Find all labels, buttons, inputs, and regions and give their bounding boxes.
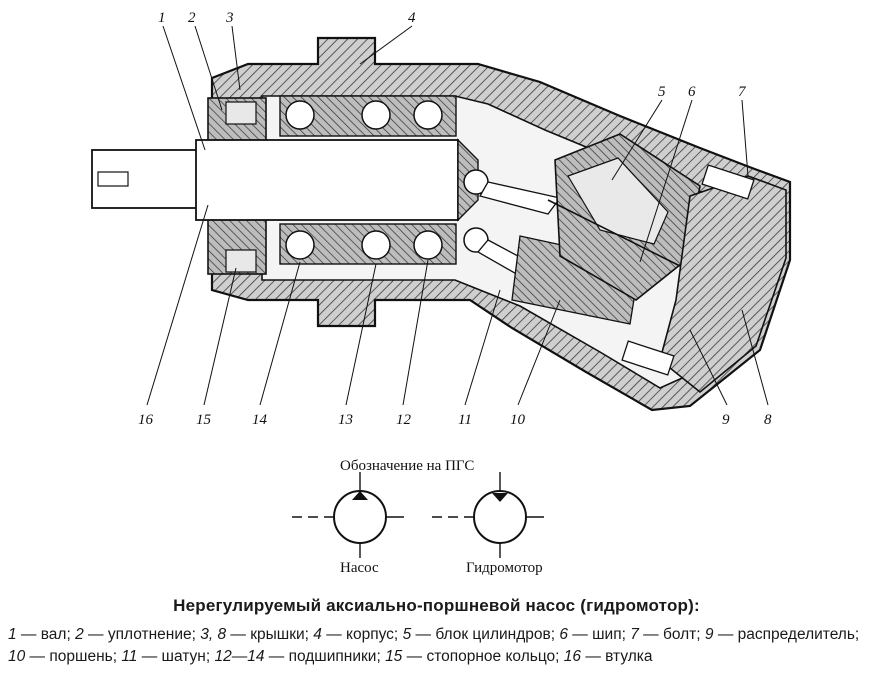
legend-text: вал; (40, 626, 71, 643)
figure-caption: Нерегулируемый аксиально-поршневой насос… (0, 596, 873, 668)
legend-number: 4 (313, 626, 322, 643)
legend-item: 9 — распределитель; (704, 626, 860, 643)
legend-number: 16 (563, 648, 582, 665)
legend-item: 2 — уплотнение; (75, 626, 196, 643)
legend-text: шатун; (161, 648, 211, 665)
motor-label: Гидромотор (466, 560, 543, 576)
legend-number: 11 (121, 648, 138, 665)
part-label-3: 3 (225, 10, 234, 26)
ball-joints (463, 169, 489, 253)
legend-item: 1 — вал; (8, 626, 71, 643)
legend-item: 3, 8 — крышки; (200, 626, 309, 643)
parts-legend: 1 — вал; 2 — уплотнение; 3, 8 — крышки; … (0, 624, 873, 668)
part-label-7: 7 (738, 84, 747, 100)
legend-item: 4 — корпус; (313, 626, 399, 643)
legend-text: блок цилиндров; (435, 626, 556, 643)
part-label-1: 1 (158, 10, 166, 26)
part-label-4: 4 (408, 10, 416, 26)
part-label-16: 16 (138, 412, 154, 428)
legend-number: 12—14 (214, 648, 265, 665)
legend-item: 10 — поршень; (8, 648, 118, 665)
pump-label: Насос (340, 560, 379, 576)
part-label-2: 2 (188, 10, 196, 26)
legend-item: 5 — блок цилиндров; (402, 626, 556, 643)
motor-symbol (432, 472, 544, 558)
legend-number: 3, 8 (200, 626, 227, 643)
shaft (91, 138, 479, 222)
legend-item: 15 — стопорное кольцо; (385, 648, 560, 665)
legend-item: 16 — втулка (563, 648, 653, 665)
legend-text: корпус; (346, 626, 399, 643)
pump-symbol (292, 472, 404, 558)
legend-text: крышки; (250, 626, 309, 643)
part-label-13: 13 (338, 412, 353, 428)
symbols-heading: Обозначение на ПГС (340, 458, 474, 474)
part-label-8: 8 (764, 412, 772, 428)
legend-item: 11 — шатун; (121, 648, 211, 665)
rear-cover (621, 164, 787, 394)
legend-number: 2 (75, 626, 84, 643)
part-label-10: 10 (510, 412, 526, 428)
legend-text: подшипники; (288, 648, 381, 665)
legend-number: 15 (385, 648, 403, 665)
motor-arrow-icon (492, 493, 508, 502)
part-label-11: 11 (458, 412, 472, 428)
leader-lines (146, 25, 769, 406)
legend-text: уплотнение; (107, 626, 196, 643)
legend-number: 9 (704, 626, 714, 643)
part-label-5: 5 (658, 84, 666, 100)
bearings (279, 95, 457, 265)
part-label-12: 12 (396, 412, 412, 428)
hydraulic-symbols: Обозначение на ПГС Насос Гидромотор (292, 458, 544, 576)
legend-text: стопорное кольцо; (426, 648, 560, 665)
legend-item: 6 — шип; (559, 626, 626, 643)
part-label-6: 6 (688, 84, 696, 100)
legend-number: 6 (559, 626, 568, 643)
legend-number: 5 (402, 626, 412, 643)
legend-text: шип; (592, 626, 626, 643)
legend-text: поршень; (49, 648, 118, 665)
legend-number: 10 (8, 648, 26, 665)
part-label-9: 9 (722, 412, 730, 428)
legend-item: 7 — болт; (630, 626, 701, 643)
pump-arrow-icon (352, 491, 368, 500)
pump-cross-section: 1 2 3 4 5 6 7 8 9 10 11 12 13 14 15 16 (91, 10, 792, 428)
legend-text: распределитель; (737, 626, 860, 643)
legend-text: втулка (605, 648, 653, 665)
legend-item: 12—14 — подшипники; (214, 648, 381, 665)
part-label-15: 15 (196, 412, 212, 428)
caption-title: Нерегулируемый аксиально-поршневой насос… (173, 596, 700, 615)
legend-number: 7 (630, 626, 639, 643)
legend-text: болт; (662, 626, 701, 643)
legend-number: 1 (8, 626, 17, 643)
part-label-14: 14 (252, 412, 268, 428)
